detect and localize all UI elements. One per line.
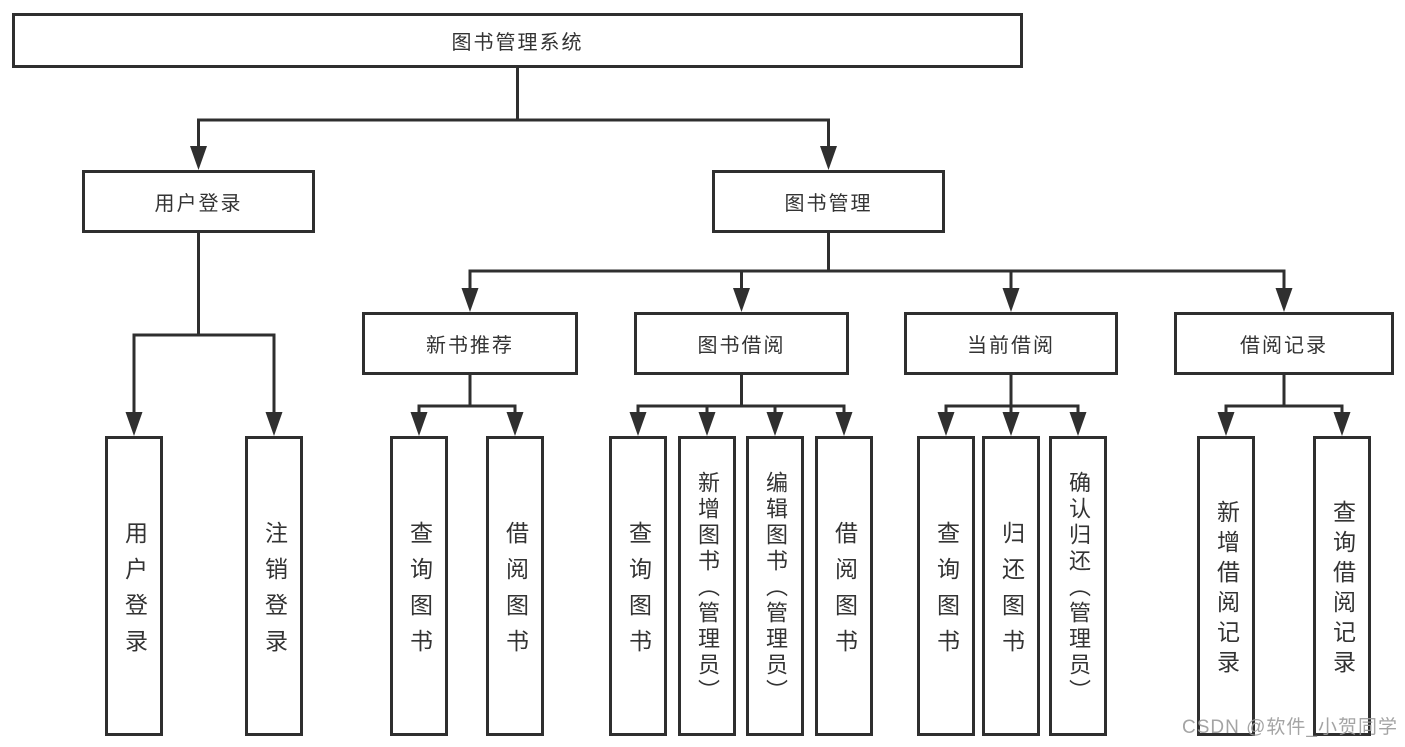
node-book-management-label: 图书管理 bbox=[784, 193, 873, 215]
node-root: 图书管理系统 bbox=[12, 13, 1023, 68]
node-user-login-label: 用户登录 bbox=[154, 193, 243, 215]
leaf-add-borrow-record-label: 新增借阅记录 bbox=[1213, 499, 1240, 680]
csdn-watermark: CSDN @软件_小贺同学 bbox=[1182, 717, 1398, 738]
arrowheads bbox=[125, 146, 1351, 436]
leaf-query-books-current-label: 查询图书 bbox=[933, 520, 960, 665]
leaf-query-books-recommend-label: 查询图书 bbox=[406, 520, 433, 665]
node-new-book-recommend: 新书推荐 bbox=[362, 312, 578, 375]
node-borrowing-records-label: 借阅记录 bbox=[1240, 335, 1328, 357]
leaf-query-books-current: 查询图书 bbox=[917, 436, 975, 736]
leaf-add-borrow-record: 新增借阅记录 bbox=[1197, 436, 1255, 736]
node-book-borrowing: 图书借阅 bbox=[634, 312, 849, 375]
node-current-borrowing: 当前借阅 bbox=[904, 312, 1118, 375]
leaf-borrow-books-recommend-label: 借阅图书 bbox=[502, 520, 529, 665]
node-new-book-recommend-label: 新书推荐 bbox=[426, 335, 514, 357]
leaf-add-book-admin: 新增图书（管理员） bbox=[678, 436, 736, 736]
leaf-return-books: 归还图书 bbox=[982, 436, 1040, 736]
node-book-borrowing-label: 图书借阅 bbox=[697, 335, 786, 357]
leaf-confirm-return-admin-label: 确认归还（管理员） bbox=[1066, 471, 1091, 705]
node-book-management: 图书管理 bbox=[712, 170, 945, 233]
leaf-logout-label: 注销登录 bbox=[261, 520, 288, 665]
leaf-borrow-books-borrowing: 借阅图书 bbox=[815, 436, 873, 736]
leaf-confirm-return-admin: 确认归还（管理员） bbox=[1049, 436, 1107, 736]
leaf-return-books-label: 归还图书 bbox=[998, 520, 1025, 665]
leaf-edit-book-admin: 编辑图书（管理员） bbox=[746, 436, 804, 736]
leaf-add-book-admin-label: 新增图书（管理员） bbox=[695, 471, 720, 705]
node-current-borrowing-label: 当前借阅 bbox=[967, 335, 1055, 357]
leaf-user-login: 用户登录 bbox=[105, 436, 163, 736]
leaf-edit-book-admin-label: 编辑图书（管理员） bbox=[763, 471, 788, 705]
leaf-query-borrow-record-label: 查询借阅记录 bbox=[1329, 499, 1356, 680]
leaf-logout: 注销登录 bbox=[245, 436, 303, 736]
leaf-query-books-borrowing-label: 查询图书 bbox=[625, 520, 652, 665]
leaf-query-books-borrowing: 查询图书 bbox=[609, 436, 667, 736]
leaf-borrow-books-recommend: 借阅图书 bbox=[486, 436, 544, 736]
leaf-user-login-label: 用户登录 bbox=[121, 520, 148, 665]
node-borrowing-records: 借阅记录 bbox=[1174, 312, 1394, 375]
leaf-query-borrow-record: 查询借阅记录 bbox=[1313, 436, 1371, 736]
node-root-label: 图书管理系统 bbox=[451, 32, 584, 54]
leaf-query-books-recommend: 查询图书 bbox=[390, 436, 448, 736]
leaf-borrow-books-borrowing-label: 借阅图书 bbox=[831, 520, 858, 665]
node-user-login: 用户登录 bbox=[82, 170, 315, 233]
